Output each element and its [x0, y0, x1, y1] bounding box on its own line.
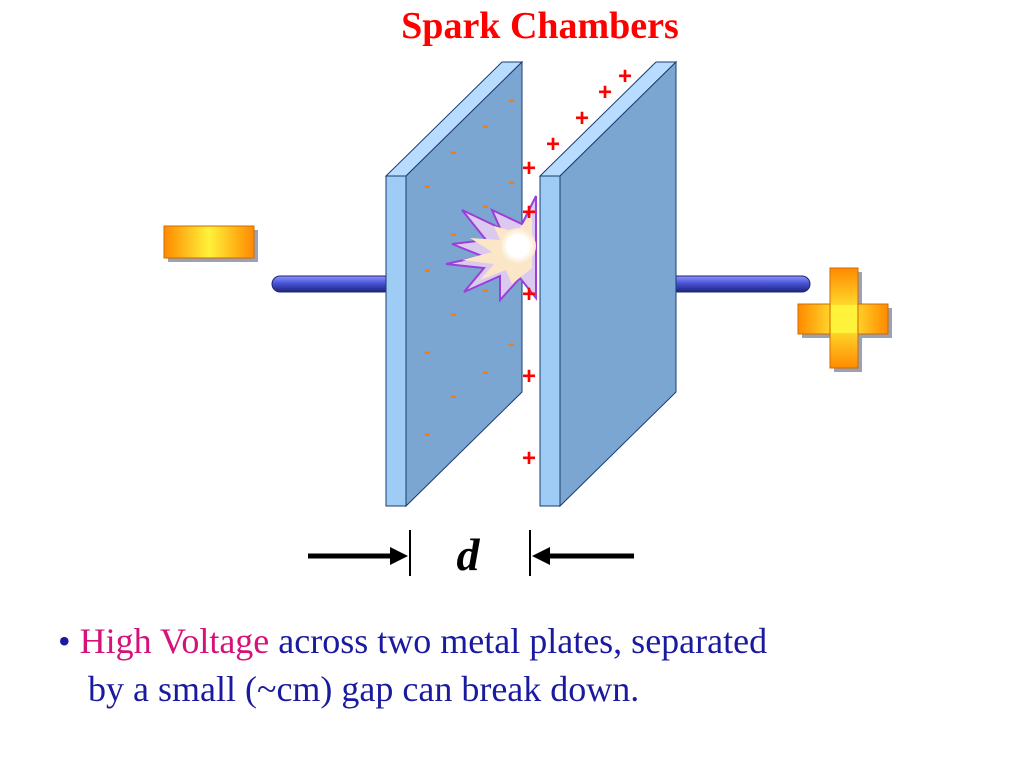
minus-sign-icon [163, 225, 258, 262]
negative-charge: - [508, 333, 515, 355]
left-electrode-rod [271, 275, 393, 293]
negative-charge: - [482, 361, 489, 383]
bullet-highlight: High Voltage [79, 621, 270, 661]
positive-charge: + [575, 105, 589, 132]
spark-burst-icon [445, 195, 537, 303]
bullet-text: • High Voltage across two metal plates, … [58, 617, 978, 713]
positive-charges: + + + + + + + + + [522, 63, 632, 472]
gap-label: d [456, 529, 480, 580]
gap-dimension [308, 530, 634, 576]
negative-charge: - [424, 341, 431, 363]
negative-charge: - [450, 141, 457, 163]
slide-title: Spark Chambers [401, 5, 679, 47]
positive-charge: + [546, 131, 560, 158]
negative-charge: - [450, 223, 457, 245]
positive-charge: + [522, 363, 536, 390]
positive-charge: + [522, 445, 536, 472]
bullet-text-line-1: across two metal plates, separated [269, 621, 768, 661]
positive-charge: + [618, 63, 632, 90]
bullet-text-line-2: by a small (~cm) gap can break down. [88, 669, 640, 709]
left-plate [384, 60, 524, 508]
bullet-marker: • [58, 621, 71, 661]
positive-charge: + [598, 79, 612, 106]
negative-charge: - [450, 385, 457, 407]
negative-charge: - [424, 175, 431, 197]
positive-charge: + [522, 199, 536, 226]
negative-charge: - [424, 259, 431, 281]
plus-sign-icon [797, 267, 892, 372]
negative-charge: - [450, 303, 457, 325]
negative-charge: - [508, 89, 515, 111]
right-plate [538, 60, 678, 508]
positive-charge: + [522, 155, 536, 182]
negative-charge: - [482, 195, 489, 217]
positive-charge: + [522, 281, 536, 308]
negative-charges: - - - - - - - - - - - - - - - [424, 89, 515, 445]
negative-charge: - [482, 115, 489, 137]
negative-charge: - [508, 171, 515, 193]
negative-charge: - [424, 423, 431, 445]
negative-charge: - [482, 279, 489, 301]
